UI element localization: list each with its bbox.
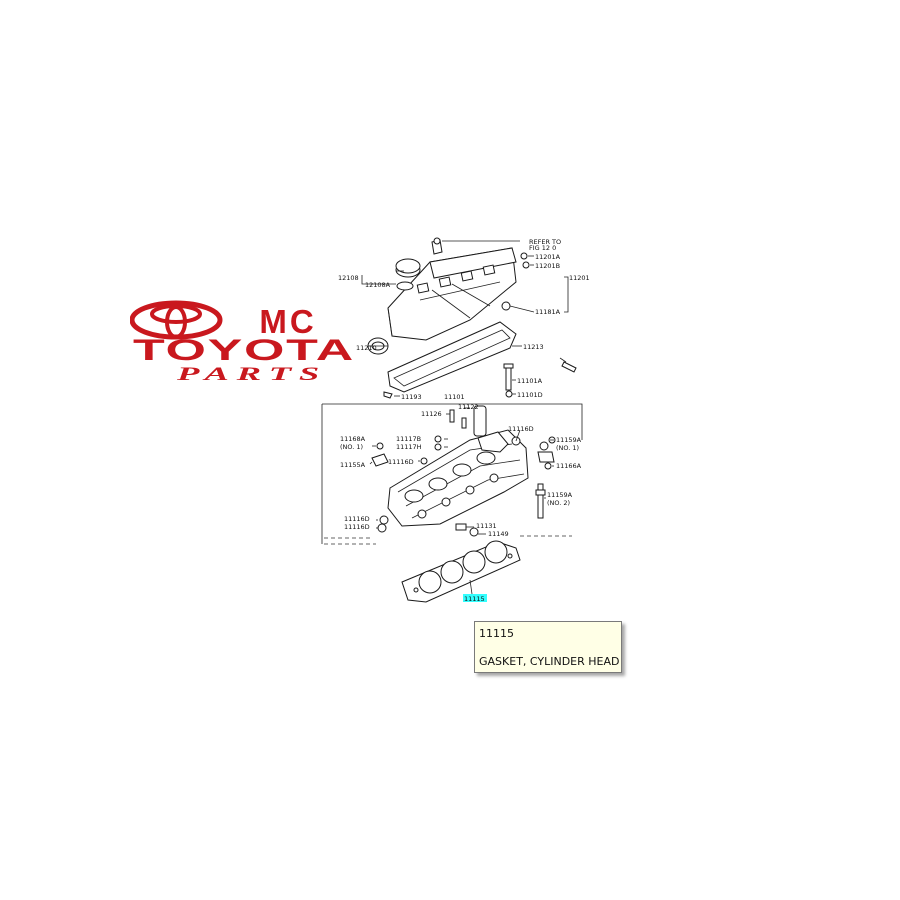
spark-plug-tube[interactable] [559,357,577,373]
callout-11193[interactable]: 11193 [401,393,422,401]
water-bypass-pipe[interactable] [449,405,487,437]
part-tooltip: 11115 GASKET, CYLINDER HEAD [474,621,622,673]
callout-11201A[interactable]: 11201A [535,253,561,261]
callout-11213[interactable]: 11213 [523,343,544,351]
cylinder-head-gasket[interactable] [401,540,521,603]
callout-11149[interactable]: 11149 [488,530,509,538]
leader-lines [361,240,569,595]
head-bolt[interactable] [503,363,514,398]
logo-mc-text: MC [259,303,316,340]
callout-11168A[interactable]: 11168A [340,435,366,443]
mc-toyota-parts-logo: MC TOYOTA PARTS [130,300,355,385]
callout-no1-right[interactable]: (NO. 1) [556,444,579,452]
stud-bolt[interactable] [535,483,546,519]
callout-11210[interactable]: 11210 [356,344,377,352]
cylinder-head[interactable] [387,429,529,527]
callout-11155A[interactable]: 11155A [340,461,366,469]
callout-11159A-b[interactable]: 11159A [547,491,573,499]
callout-11181A[interactable]: 11181A [535,308,561,316]
cover-bolt[interactable] [431,237,443,255]
callout-11101[interactable]: 11101 [444,393,465,401]
callout-11126[interactable]: 11126 [421,410,442,418]
cover-clamp[interactable] [383,391,393,399]
selected-part-highlight [463,594,487,602]
head-small-parts[interactable] [371,435,556,537]
callout-11201[interactable]: 11201 [569,274,590,282]
tooltip-part-number: 11115 [479,627,514,640]
callout-12108A[interactable]: 12108A [365,281,391,289]
oil-filler-cap[interactable] [395,258,421,291]
callout-11122[interactable]: 11122 [458,403,479,411]
callout-11201B[interactable]: 11201B [535,262,560,270]
callout-no2[interactable]: (NO. 2) [547,499,570,507]
callout-no1-left[interactable]: (NO. 1) [340,443,363,451]
logo-toyota-text: TOYOTA [133,334,355,367]
callout-refer-to[interactable]: REFER TO [529,238,561,246]
cylinder-head-frame [321,403,583,545]
callout-11116D-l1[interactable]: 11116D [344,515,370,523]
callout-labels: REFER TO FIG 12 0 11201A 11201B 11201 12… [338,238,590,603]
callout-11166A[interactable]: 11166A [556,462,582,470]
callout-11101D[interactable]: 11101D [517,391,543,399]
callout-11116D-l2[interactable]: 11116D [344,523,370,531]
callout-11131[interactable]: 11131 [476,522,497,530]
cover-gasket[interactable] [387,321,517,393]
tooltip-part-description: GASKET, CYLINDER HEAD [479,655,620,668]
callout-11117B[interactable]: 11117B [396,435,421,443]
callout-11159A[interactable]: 11159A [556,436,582,444]
callout-12108[interactable]: 12108 [338,274,359,282]
callout-refer-fig[interactable]: FIG 12 0 [529,244,556,252]
toyota-emblem-icon [130,300,223,340]
logo-parts-text: PARTS [175,364,327,385]
callout-11116D-mid[interactable]: 11116D [388,458,414,466]
cover-grommets[interactable] [501,252,530,311]
callout-11115[interactable]: 11115 [464,595,485,603]
cylinder-head-cover[interactable] [387,247,517,341]
callout-11116D-top[interactable]: 11116D [508,425,534,433]
callout-11101A[interactable]: 11101A [517,377,543,385]
callout-11117H[interactable]: 11117H [396,443,422,451]
